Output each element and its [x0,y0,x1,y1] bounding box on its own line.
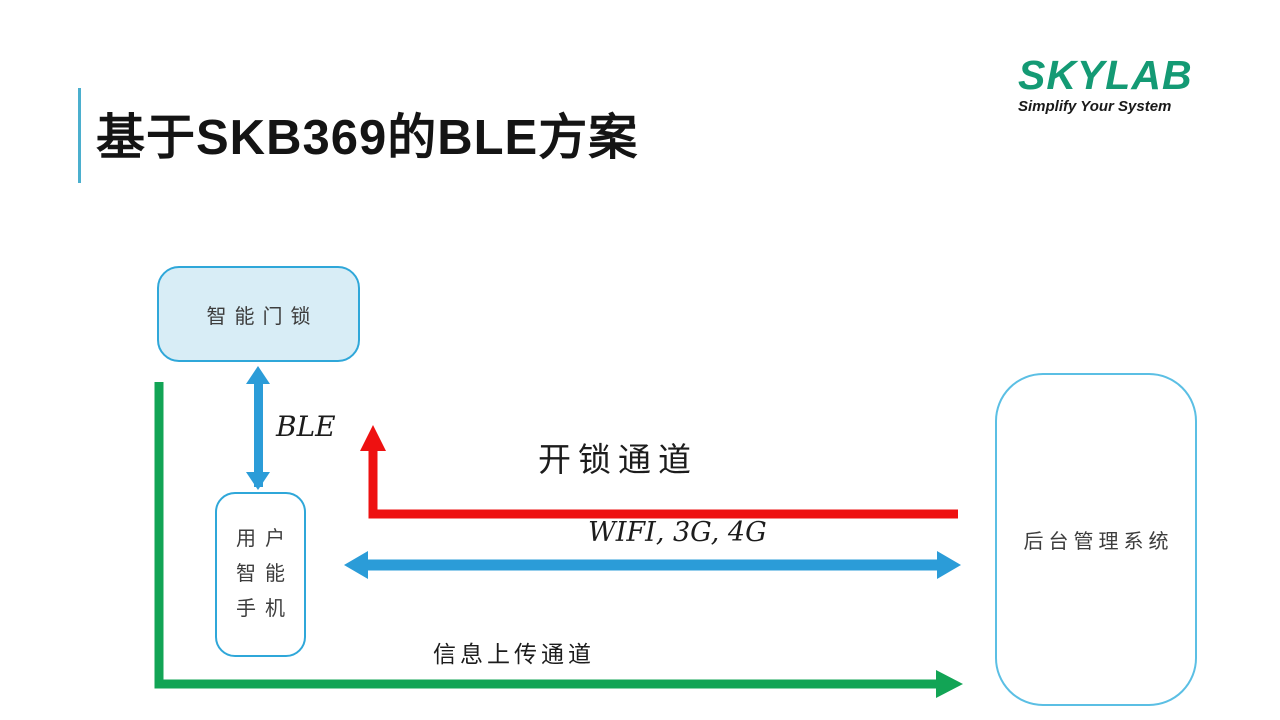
ble-arrow-head-down [246,472,270,490]
wifi-3g-4g-label: WIFI, 3G, 4G [588,517,767,548]
unlock-arrow-head-up [360,425,386,451]
smart-lock-box: 智能门锁 [157,266,360,362]
upload-arrow-head-right [936,670,963,698]
backend-system-label: 后台管理系统 [1023,531,1174,553]
wifi-double-arrow [344,551,961,579]
ble-link-label: BLE [276,410,336,443]
upload-channel-label: 信息上传通道 [433,641,595,667]
wifi-arrow-head-right [937,551,961,579]
unlock-channel-label: 开锁通道 [538,441,698,478]
user-phone-label-line: 智能 [236,563,294,585]
logo-tagline: Simplify Your System [1018,98,1172,115]
backend-system-box: 后台管理系统 [995,373,1197,706]
logo-brand-text: SKYLAB [1018,52,1193,98]
ble-arrow-head-up [246,366,270,384]
wifi-arrow-head-left [344,551,368,579]
user-phone-label-line: 用户 [236,528,294,550]
user-phone-box: 用户 智能 手机 [215,492,306,657]
smart-lock-label: 智能门锁 [206,305,319,328]
user-phone-label-line: 手机 [236,598,294,620]
ble-double-arrow [246,366,270,490]
page-title: 基于SKB369的BLE方案 [96,111,639,165]
title-accent-bar [78,88,81,183]
skylab-logo: SKYLAB Simplify Your System [1018,52,1213,116]
